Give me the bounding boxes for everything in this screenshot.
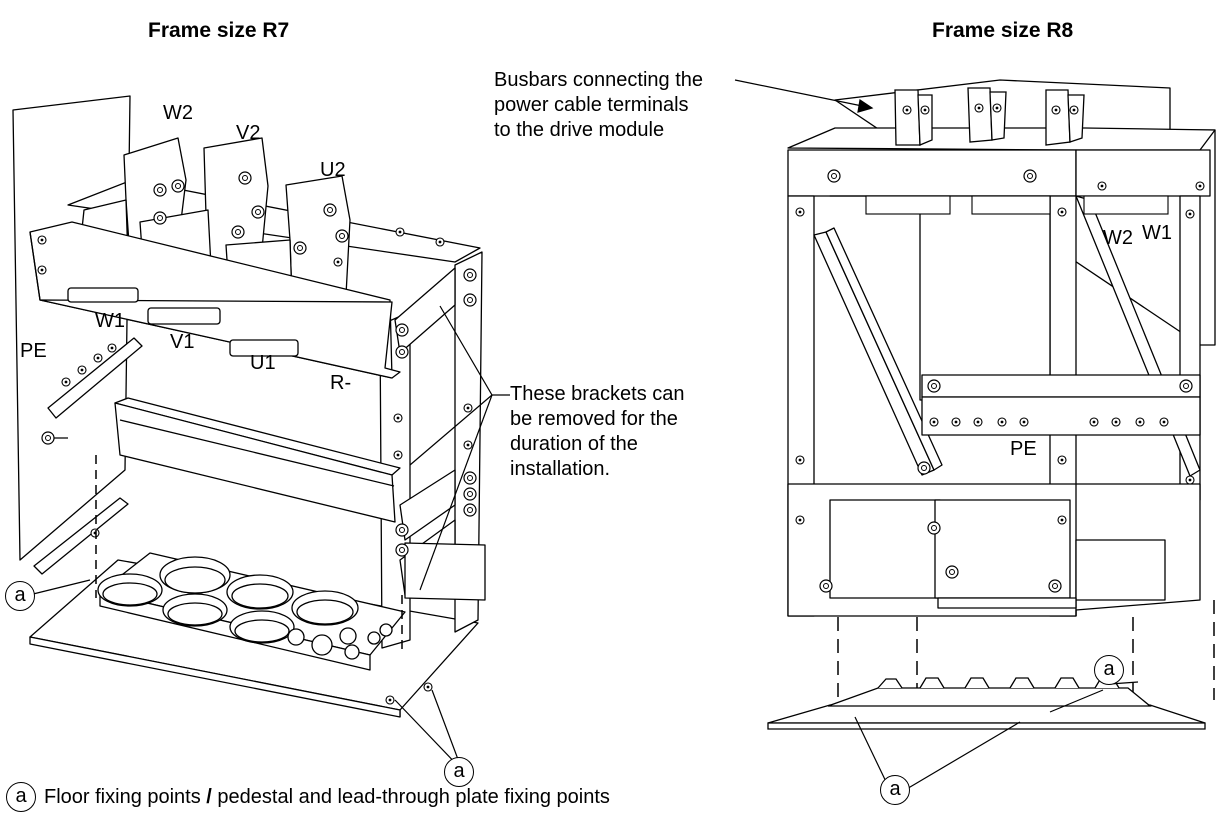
r8-pe-rail (921, 374, 1201, 398)
label-r7-w2: W2 (163, 102, 193, 124)
label-r7-rminus: R- (330, 372, 352, 394)
label-r8-pe: PE (1010, 438, 1037, 460)
r7-cabinet-drawing (12, 95, 486, 718)
label-r7-pe: PE (20, 340, 47, 362)
label-r8-w2: W2 (1103, 227, 1133, 249)
label-r7-u1: U1 (250, 352, 276, 374)
callout-brackets: These brackets can be removed for the du… (510, 383, 685, 480)
leader-lines (24, 79, 1139, 791)
heading-frame-r7: Frame size R7 (148, 19, 290, 42)
marker-a-r7-bottom: a (444, 757, 474, 787)
label-r7-u2: U2 (320, 159, 346, 181)
marker-a-r8-bottom: a (880, 775, 910, 805)
label-r8-w1: W1 (1142, 222, 1172, 244)
legend-marker: a (6, 782, 36, 812)
legend-text-2: pedestal and lead-through plate fixing p… (211, 785, 610, 808)
label-r7-v1: V1 (170, 331, 195, 353)
r8-pedestal-plate (767, 677, 1206, 730)
heading-frame-r8: Frame size R8 (932, 19, 1074, 42)
legend-slash: / (206, 785, 212, 808)
r8-cabinet-drawing (787, 79, 1216, 617)
r8-terminal-strips (865, 195, 1169, 215)
r7-gland-holes (97, 556, 393, 660)
legend-text-1: Floor fixing points (44, 785, 207, 808)
label-r7-v2: V2 (236, 122, 261, 144)
r8-busbars (894, 87, 1085, 146)
marker-a-r7-left: a (5, 581, 35, 611)
label-r7-w1: W1 (95, 310, 125, 332)
marker-a-r8-top: a (1094, 655, 1124, 685)
callout-busbars: Busbars connecting the power cable termi… (494, 69, 704, 141)
r7-pe-bar (47, 337, 143, 419)
legend: a Floor fixing points / pedestal and lea… (6, 782, 610, 812)
